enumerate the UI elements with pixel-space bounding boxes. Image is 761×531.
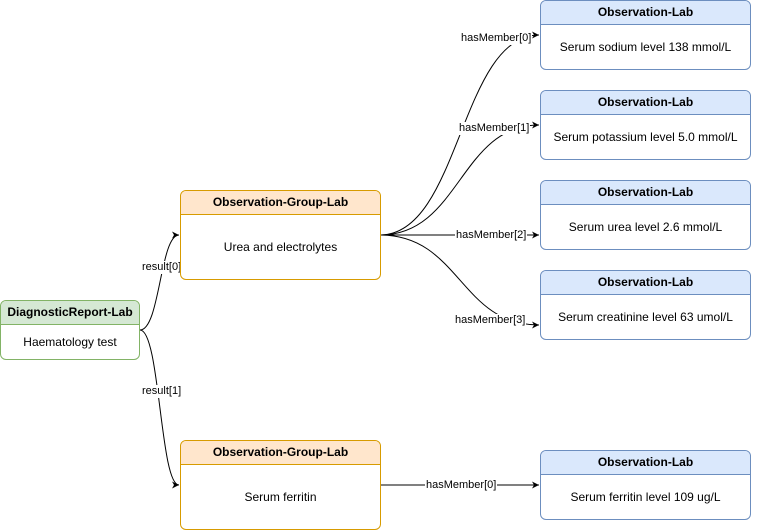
edge-label-ferritin-has-member-0: hasMember[0] — [425, 479, 498, 492]
observation-group-text: Urea and electrolytes — [223, 240, 338, 254]
observation-type: Observation-Lab — [541, 271, 750, 295]
edge-label-result-1: result[1] — [141, 385, 183, 398]
edge-label-ue-has-member-2: hasMember[2] — [455, 229, 528, 242]
observation-text: Serum sodium level 138 mmol/L — [559, 40, 732, 54]
observation-type: Observation-Lab — [541, 451, 750, 475]
diagnostic-report-type: DiagnosticReport-Lab — [1, 301, 139, 325]
observation-group-type: Observation-Group-Lab — [181, 191, 380, 215]
observation-text: Serum potassium level 5.0 mmol/L — [553, 130, 738, 144]
edge-label-ue-has-member-0: hasMember[0] — [460, 32, 533, 45]
observation-text: Serum creatinine level 63 umol/L — [558, 310, 733, 324]
edge-result-1 — [139, 329, 180, 489]
diagnostic-report-text: Haematology test — [23, 335, 117, 349]
observation-text: Serum urea level 2.6 mmol/L — [568, 220, 723, 234]
observation-creatinine-node[interactable]: Observation-Lab Serum creatinine level 6… — [540, 270, 751, 340]
observation-group-serum-ferritin-node[interactable]: Observation-Group-Lab Serum ferritin — [180, 440, 381, 530]
observation-urea-node[interactable]: Observation-Lab Serum urea level 2.6 mmo… — [540, 180, 751, 250]
observation-group-text: Serum ferritin — [244, 490, 317, 504]
observation-group-type: Observation-Group-Lab — [181, 441, 380, 465]
edge-ue-has-member-3 — [379, 234, 540, 329]
observation-group-urea-electrolytes-node[interactable]: Observation-Group-Lab Urea and electroly… — [180, 190, 381, 280]
edge-label-ue-has-member-3: hasMember[3] — [454, 314, 527, 327]
edge-label-result-0: result[0] — [141, 261, 183, 274]
observation-sodium-node[interactable]: Observation-Lab Serum sodium level 138 m… — [540, 0, 751, 70]
edge-ue-has-member-1 — [379, 121, 540, 236]
observation-potassium-node[interactable]: Observation-Lab Serum potassium level 5.… — [540, 90, 751, 160]
diagnostic-report-node[interactable]: DiagnosticReport-Lab Haematology test — [0, 300, 140, 360]
edge-ue-has-member-0 — [379, 31, 540, 236]
observation-type: Observation-Lab — [541, 181, 750, 205]
observation-type: Observation-Lab — [541, 1, 750, 25]
observation-type: Observation-Lab — [541, 91, 750, 115]
observation-ferritin-node[interactable]: Observation-Lab Serum ferritin level 109… — [540, 450, 751, 520]
edge-result-0 — [139, 231, 180, 331]
observation-text: Serum ferritin level 109 ug/L — [570, 490, 721, 504]
edge-label-ue-has-member-1: hasMember[1] — [458, 122, 531, 135]
